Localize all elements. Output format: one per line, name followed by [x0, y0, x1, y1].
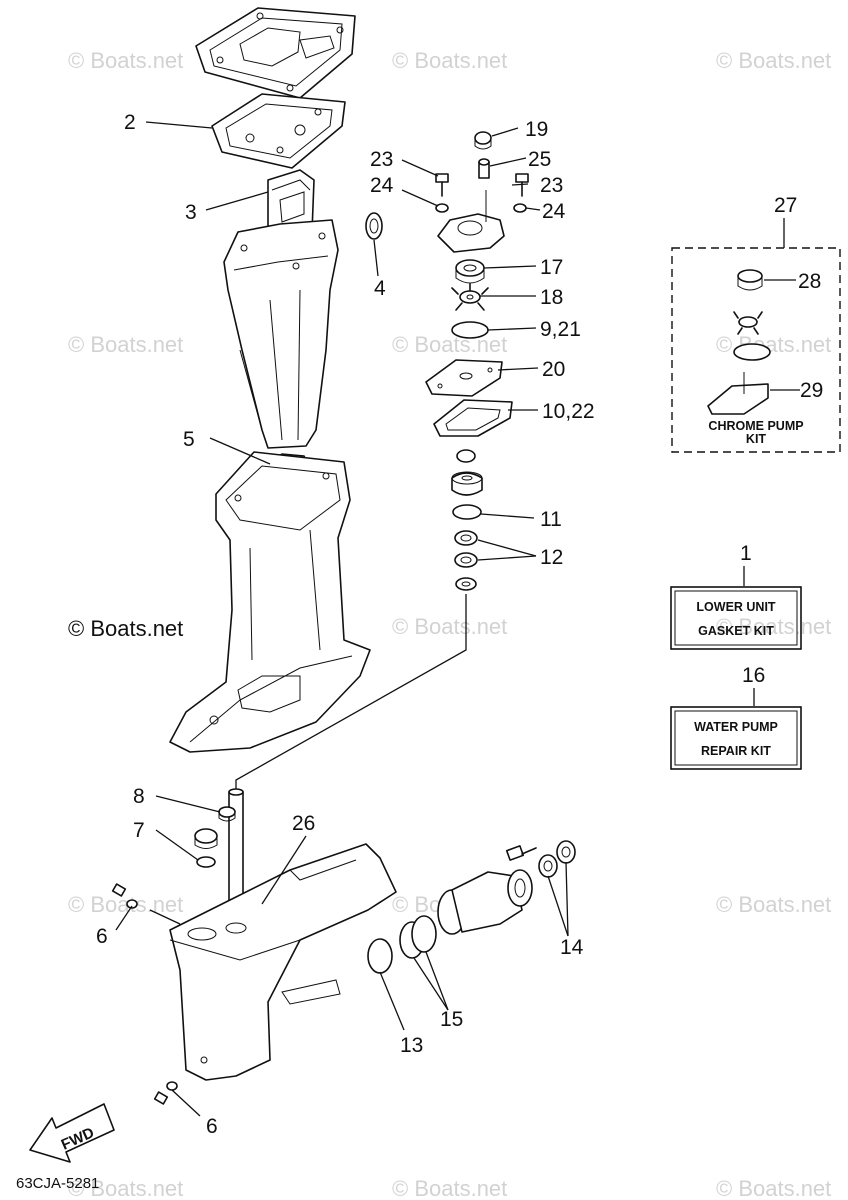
callout-11: 11	[540, 508, 562, 531]
part-29-plate	[707, 372, 769, 415]
part-15-o-rings	[399, 915, 437, 959]
watermark: © Boats.net	[68, 332, 183, 357]
part-6-screw-upper	[111, 883, 138, 909]
propeller-shaft-housing	[437, 845, 537, 935]
kit-label-line1: LOWER UNIT	[696, 600, 776, 614]
part-24-washer-right	[513, 203, 527, 213]
part-14-seals	[538, 840, 576, 878]
watermark: © Boats.net	[392, 1176, 507, 1200]
callout-23-right: 23	[540, 174, 563, 197]
callout-7: 7	[133, 819, 145, 842]
watermark: © Boats.net	[68, 892, 183, 917]
diagram-code: 63CJA-5281	[16, 1175, 99, 1192]
kit-label-line2: KIT	[746, 432, 767, 446]
callout-23-left: 23	[370, 148, 393, 171]
watermark: © Boats.net	[716, 1176, 831, 1200]
callout-18: 18	[540, 286, 563, 309]
callout-10-22: 10,22	[542, 400, 595, 423]
callout-5: 5	[183, 428, 195, 451]
fwd-arrow: FWD	[29, 1103, 115, 1163]
callout-27: 27	[774, 194, 797, 217]
callout-17: 17	[540, 256, 563, 279]
part-10-22-gasket	[433, 399, 513, 437]
callout-2: 2	[124, 111, 136, 134]
callout-15: 15	[440, 1008, 463, 1031]
lower-unit-gasket-kit: 1 LOWER UNIT GASKET KIT	[670, 542, 802, 650]
part-24-washer-left	[435, 203, 449, 213]
part-19-collar	[474, 131, 492, 150]
callout-3: 3	[185, 201, 197, 224]
watermark: © Boats.net	[716, 332, 831, 357]
part-9-21-gasket	[451, 321, 489, 339]
kit-impeller	[733, 311, 763, 335]
callout-9-21: 9,21	[540, 318, 581, 341]
chrome-pump-kit: 27 28 29 CHROME PUMP KIT	[671, 194, 841, 453]
upper-casing	[223, 219, 339, 449]
kit-label-line2: REPAIR KIT	[701, 744, 771, 758]
watermark-prominent: © Boats.net	[68, 616, 183, 641]
part-23-bolt-left	[435, 173, 449, 197]
callout-numbers: 2 3 4 5 19 25 23 23 24 24 17 18 9,21 20 …	[96, 111, 595, 1138]
part-28-cartridge	[737, 269, 763, 291]
kit-label-line2: GASKET KIT	[698, 624, 774, 638]
part-11-o-ring	[452, 504, 482, 520]
part-6-screw-lower	[153, 1081, 178, 1105]
callout-13: 13	[400, 1034, 423, 1057]
kit-label-line1: CHROME PUMP	[708, 419, 803, 433]
callout-16: 16	[742, 664, 765, 687]
callout-12: 12	[540, 546, 563, 569]
callout-14: 14	[560, 936, 584, 959]
drive-shaft-leader	[235, 594, 467, 790]
watermark: © Boats.net	[392, 614, 507, 639]
callout-1: 1	[740, 542, 752, 565]
watermark: © Boats.net	[68, 48, 183, 73]
oil-seal-housing	[451, 449, 483, 496]
callout-6-upper: 6	[96, 925, 108, 948]
callout-20: 20	[542, 358, 565, 381]
callout-24-right: 24	[542, 200, 566, 223]
callout-24-left: 24	[370, 174, 394, 197]
watermark: © Boats.net	[716, 892, 831, 917]
gearcase	[169, 843, 397, 1081]
watermark: © Boats.net	[68, 1176, 183, 1200]
watermark: © Boats.net	[716, 48, 831, 73]
lower-casing	[169, 451, 371, 753]
callout-19: 19	[525, 118, 548, 141]
kit-dashed-box	[671, 247, 841, 453]
callout-8: 8	[133, 785, 145, 808]
part-13-ring	[367, 938, 393, 974]
watermark: © Boats.net	[392, 48, 507, 73]
washer	[455, 577, 477, 591]
callout-26: 26	[292, 812, 315, 835]
part-17-insert-cartridge	[455, 259, 485, 284]
water-pump-housing	[437, 190, 505, 253]
part-25-dowel	[478, 158, 490, 179]
part-20-outer-plate	[425, 359, 503, 397]
part-12-oil-seals	[454, 530, 478, 568]
callout-6-lower: 6	[206, 1115, 218, 1138]
water-pump-repair-kit: 16 WATER PUMP REPAIR KIT	[670, 664, 802, 770]
kit-o-ring	[733, 343, 771, 361]
callout-4: 4	[374, 277, 386, 300]
callout-25: 25	[528, 148, 551, 171]
leader-lines	[115, 121, 569, 1117]
watermark: © Boats.net	[716, 614, 831, 639]
part-7-seal	[194, 828, 218, 868]
callout-29: 29	[800, 379, 823, 402]
part-18-impeller	[451, 283, 489, 311]
watermarks: © Boats.net © Boats.net © Boats.net © Bo…	[68, 48, 831, 1200]
watermark: © Boats.net	[392, 332, 507, 357]
part-4-seal	[365, 212, 383, 240]
top-mounting-plate	[195, 7, 356, 99]
callout-28: 28	[798, 270, 821, 293]
kit-label-line1: WATER PUMP	[694, 720, 778, 734]
part-2-gasket	[211, 93, 346, 169]
